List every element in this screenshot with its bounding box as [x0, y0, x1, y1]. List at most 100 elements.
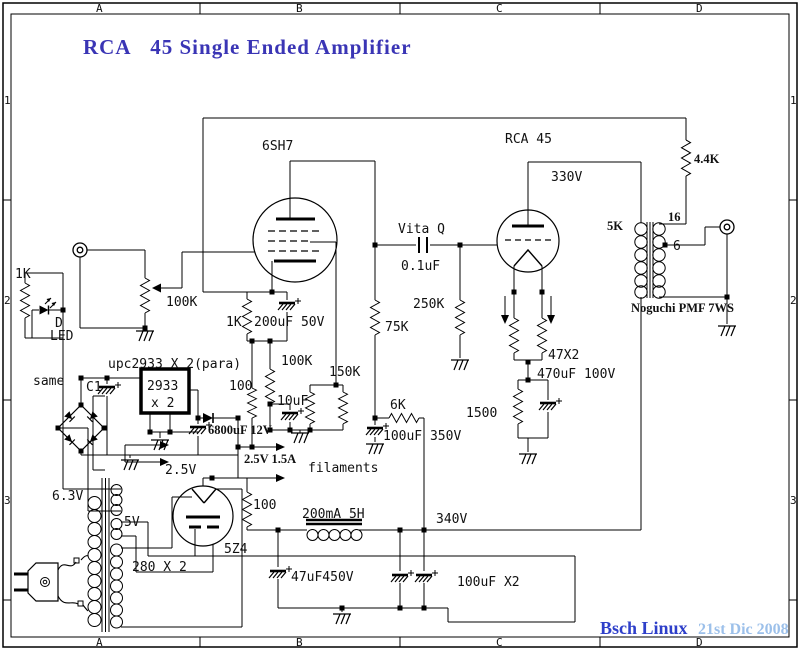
- arrow-filament-line-1: [276, 443, 285, 451]
- label-reg-cap: 6800uF 12V: [208, 423, 272, 437]
- label-volume-pot: 100K: [166, 295, 197, 310]
- capacitor-bypass-470uf: [537, 396, 564, 412]
- label-bias-res-45: 1500: [466, 406, 497, 421]
- label-same: same: [33, 374, 64, 389]
- label-led: LED: [50, 329, 74, 344]
- label-cathode-bypass: 470uF 100V: [537, 367, 615, 382]
- label-decouple-cap: 100uF 350V: [383, 429, 461, 444]
- ground-screen: [290, 432, 310, 444]
- label-decouple-res: 6K: [390, 398, 406, 413]
- label-regulator: upc2933 X 2(para): [108, 357, 241, 372]
- arrow-volume-wiper: [152, 283, 161, 293]
- tube-rca45: [496, 209, 560, 273]
- label-filter-caps: 100uF X2: [457, 575, 520, 590]
- label-choke: 200mA 5H: [302, 507, 365, 522]
- label-led-res: 1K: [15, 267, 31, 282]
- grid-row-2-right: 2: [790, 294, 797, 307]
- resistor-feedback-4k4: [680, 139, 692, 177]
- ac-plug: [14, 555, 89, 612]
- grid-col-b-bottom: B: [296, 636, 303, 649]
- diode-filament-supply: [202, 412, 214, 424]
- grid-col-c-bottom: C: [496, 636, 503, 649]
- label-tube-6sh7: 6SH7: [262, 139, 293, 154]
- junctions: [55, 242, 730, 611]
- tube-6sh7: [252, 197, 338, 283]
- label-reg-box-2: x 2: [151, 396, 174, 411]
- wires-feedback-and-input-stage: [79, 117, 687, 530]
- grid-row-3-left: 3: [4, 494, 11, 507]
- label-hum-res: 47X2: [548, 348, 579, 363]
- capacitor-screen-10uf: [279, 406, 306, 422]
- resistor-grid-leak-250k: [455, 299, 465, 336]
- ground-volume: [135, 330, 155, 342]
- label-heater-63: 6.3V: [52, 489, 83, 504]
- resistor-rectifier-100: [242, 491, 252, 528]
- power-transformer: [87, 478, 123, 632]
- wires-power-supply: [24, 272, 641, 628]
- label-plate-load: 75K: [385, 320, 409, 335]
- wires-regulator: [80, 377, 276, 479]
- tube-5z4: [172, 485, 234, 547]
- label-feedback-res: 4.4K: [694, 152, 720, 166]
- grid-col-c-top: C: [496, 2, 503, 15]
- label-rail-340: 340V: [436, 512, 467, 527]
- resistor-screen-150k: [338, 391, 348, 425]
- resistor-plate-load-75k: [370, 299, 380, 336]
- capacitor-first-47uf: [267, 564, 294, 580]
- output-jack: [719, 219, 735, 235]
- label-screen-cap: 10uF: [277, 394, 308, 409]
- label-filament-rating: 2.5V 1.5A: [244, 452, 296, 466]
- label-filaments: filaments: [308, 461, 378, 476]
- output-transformer: [634, 222, 666, 299]
- label-reg-box-1: 2933: [147, 379, 178, 394]
- resistor-bias-1500: [513, 388, 523, 425]
- capacitor-filter-100uf-a: [389, 568, 416, 584]
- label-first-cap: 47uF450V: [291, 570, 354, 585]
- input-jack: [72, 242, 88, 258]
- label-opt-primary: 5K: [607, 219, 623, 233]
- label-screen-div: 100K: [281, 354, 312, 369]
- grid-row-1-right: 1: [790, 94, 797, 107]
- resistor-cathode-1k: [242, 298, 252, 335]
- label-rail-25: 2.5V: [165, 463, 196, 478]
- led-indicator: [38, 297, 57, 316]
- label-heater-5: 5V: [124, 515, 140, 530]
- label-cathode-res: 1K: [226, 315, 242, 330]
- label-opt-tap-16: 16: [668, 210, 681, 224]
- potentiometer-volume-100k: [140, 277, 150, 314]
- resistor-led-1k: [20, 282, 30, 319]
- grid-labels: A B C D A B C D 1 2 3 1 2 3: [4, 2, 797, 649]
- grid-row-1-left: 1: [4, 94, 11, 107]
- page-title: RCA 45 Single Ended Amplifier: [83, 35, 412, 59]
- label-ht-winding: 280 X 2: [132, 560, 187, 575]
- label-opt-tap-6: 6: [673, 239, 681, 254]
- grid-row-2-left: 2: [4, 294, 11, 307]
- label-led-d: D: [55, 316, 63, 331]
- capacitor-coupling-vitaq: [418, 237, 428, 253]
- footer-app: Bsch Linux: [600, 618, 688, 638]
- label-bias-res: 100: [229, 379, 252, 394]
- arrow-filament-line-2: [276, 474, 285, 482]
- grid-col-a-bottom: A: [96, 636, 103, 649]
- capacitor-cathode-200uf: [276, 296, 303, 312]
- choke: [306, 518, 363, 541]
- ground-bias: [518, 453, 538, 465]
- regulator-box: [139, 367, 191, 415]
- label-opt-name: Noguchi PMF 7WS: [631, 301, 734, 315]
- ground-decouple: [365, 443, 385, 455]
- resistor-hum-47-right: [537, 317, 547, 354]
- label-rect-res: 100: [253, 498, 276, 513]
- same-bracket: [92, 395, 105, 471]
- grid-col-d-bottom: D: [696, 636, 703, 649]
- label-grid-leak: 250K: [413, 297, 444, 312]
- grid-col-b-top: B: [296, 2, 303, 15]
- capacitor-filter-100uf-b: [413, 568, 440, 584]
- label-coupling-value: 0.1uF: [401, 259, 440, 274]
- ground-psu: [332, 613, 352, 625]
- arrow-hum-wiper-right: [547, 315, 555, 324]
- label-tube-5z4: 5Z4: [224, 542, 248, 557]
- ground-output: [717, 325, 737, 337]
